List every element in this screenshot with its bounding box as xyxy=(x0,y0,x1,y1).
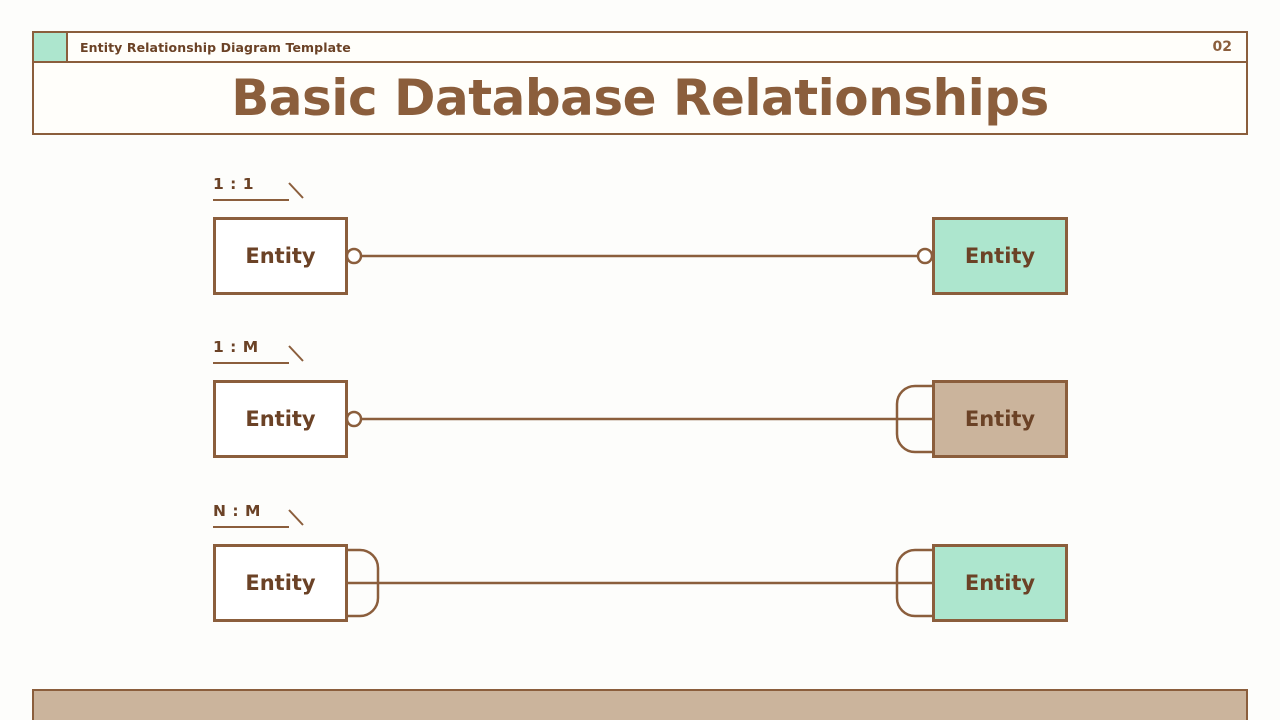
connector-one-to-many xyxy=(345,384,938,454)
label-underline xyxy=(213,526,289,528)
entity-box-right[interactable]: Entity xyxy=(932,217,1068,295)
template-label: Entity Relationship Diagram Template xyxy=(80,39,351,55)
relationship-label-group: 1 : M xyxy=(213,338,305,366)
entity-box-left[interactable]: Entity xyxy=(213,380,348,458)
connector-many-to-many xyxy=(347,548,938,618)
entity-label: Entity xyxy=(964,571,1036,595)
one-circle-notation-left xyxy=(345,410,363,428)
page-number: 02 xyxy=(1212,39,1232,55)
label-tick-icon xyxy=(288,182,304,199)
entity-label: Entity xyxy=(245,571,316,595)
entity-box-right[interactable]: Entity xyxy=(932,544,1068,622)
entity-label: Entity xyxy=(964,407,1036,431)
title-box: Basic Database Relationships xyxy=(32,63,1248,135)
label-underline xyxy=(213,362,289,364)
relationship-label: 1 : 1 xyxy=(213,175,255,193)
relationship-row-one-to-one: 1 : 1 Entity Entity xyxy=(0,175,1280,325)
slide-header-bar: Entity Relationship Diagram Template 02 xyxy=(32,31,1248,63)
label-tick-icon xyxy=(288,345,304,362)
entity-box-left[interactable]: Entity xyxy=(213,217,348,295)
relationship-label-group: N : M xyxy=(213,502,305,530)
label-tick-icon xyxy=(288,509,304,526)
one-circle-notation-left xyxy=(345,247,363,265)
diagram-area: 1 : 1 Entity Entity 1 : M Enti xyxy=(0,135,1280,689)
many-crowsfoot-notation-right xyxy=(895,548,936,618)
entity-label: Entity xyxy=(245,407,316,431)
many-crowsfoot-notation-left xyxy=(348,548,380,618)
relationship-label: 1 : M xyxy=(213,338,259,356)
page-title: Basic Database Relationships xyxy=(231,69,1049,127)
connector-one-to-one xyxy=(345,247,934,265)
label-underline xyxy=(213,199,289,201)
entity-box-left[interactable]: Entity xyxy=(213,544,348,622)
relationship-label: N : M xyxy=(213,502,261,520)
entity-box-right[interactable]: Entity xyxy=(932,380,1068,458)
accent-square-icon xyxy=(34,33,68,61)
many-crowsfoot-notation-right xyxy=(895,384,936,454)
entity-label: Entity xyxy=(964,244,1036,268)
relationship-row-one-to-many: 1 : M Entity Entity xyxy=(0,338,1280,488)
relationship-row-many-to-many: N : M Entity Entity xyxy=(0,502,1280,652)
footer-bar xyxy=(32,689,1248,720)
entity-label: Entity xyxy=(245,244,316,268)
one-circle-notation-right xyxy=(916,247,934,265)
relationship-label-group: 1 : 1 xyxy=(213,175,305,203)
